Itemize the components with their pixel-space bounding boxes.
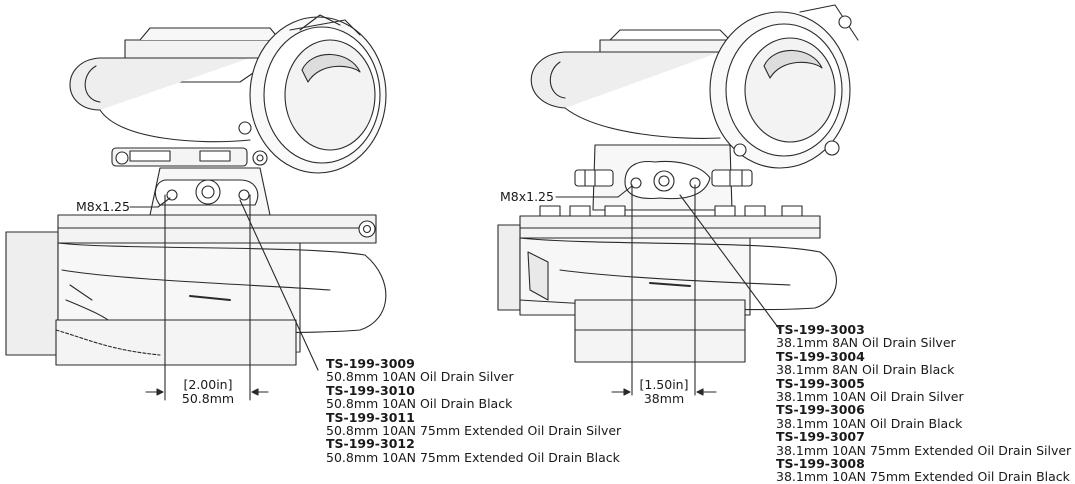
left-thread-callout: M8x1.25 [76,199,130,214]
left-part-list: TS-199-3009 50.8mm 10AN Oil Drain Silver… [326,356,622,465]
part-description: 50.8mm 10AN Oil Drain Silver [326,369,514,385]
right-turbo-view [497,4,859,396]
left-drain-spacing-dimension: 2.00in 50.8mm [172,378,244,406]
left-turbo-view [5,14,387,401]
part-number: TS-199-3005 [776,375,865,391]
part-number: TS-199-3011 [326,409,415,425]
right-thread-callout: M8x1.25 [500,189,554,204]
right-drain-spacing-dimension: 1.50in 38mm [634,378,694,406]
part-number: TS-199-3008 [776,456,865,472]
part-description: 38.1mm 8AN Oil Drain Black [776,362,955,378]
part-number: TS-199-3012 [326,436,415,452]
part-description: 38.1mm 10AN 75mm Extended Oil Drain Silv… [776,442,1072,458]
part-description: 38.1mm 8AN Oil Drain Silver [776,335,956,351]
left-dimension-metric: 50.8mm [181,391,235,406]
part-description: 38.1mm 10AN Oil Drain Silver [776,389,964,405]
right-dimension-imperial: 1.50in [634,378,694,392]
part-number: TS-199-3007 [776,429,865,445]
part-number: TS-199-3003 [776,322,865,337]
part-number: TS-199-3004 [776,348,865,364]
right-part-list: TS-199-3003 38.1mm 8AN Oil Drain Silver … [776,323,1071,484]
part-description: 50.8mm 10AN 75mm Extended Oil Drain Silv… [326,423,622,439]
part-number: TS-199-3006 [776,402,865,418]
part-number: TS-199-3009 [326,356,415,371]
part-description: 50.8mm 10AN 75mm Extended Oil Drain Blac… [326,449,620,465]
left-dimension-imperial: 2.00in [172,378,244,392]
part-description: 50.8mm 10AN Oil Drain Black [326,396,513,412]
part-description: 38.1mm 10AN Oil Drain Black [776,415,963,431]
right-dimension-metric: 38mm [643,391,685,406]
part-number: TS-199-3010 [326,382,415,398]
part-description: 38.1mm 10AN 75mm Extended Oil Drain Blac… [776,469,1070,484]
